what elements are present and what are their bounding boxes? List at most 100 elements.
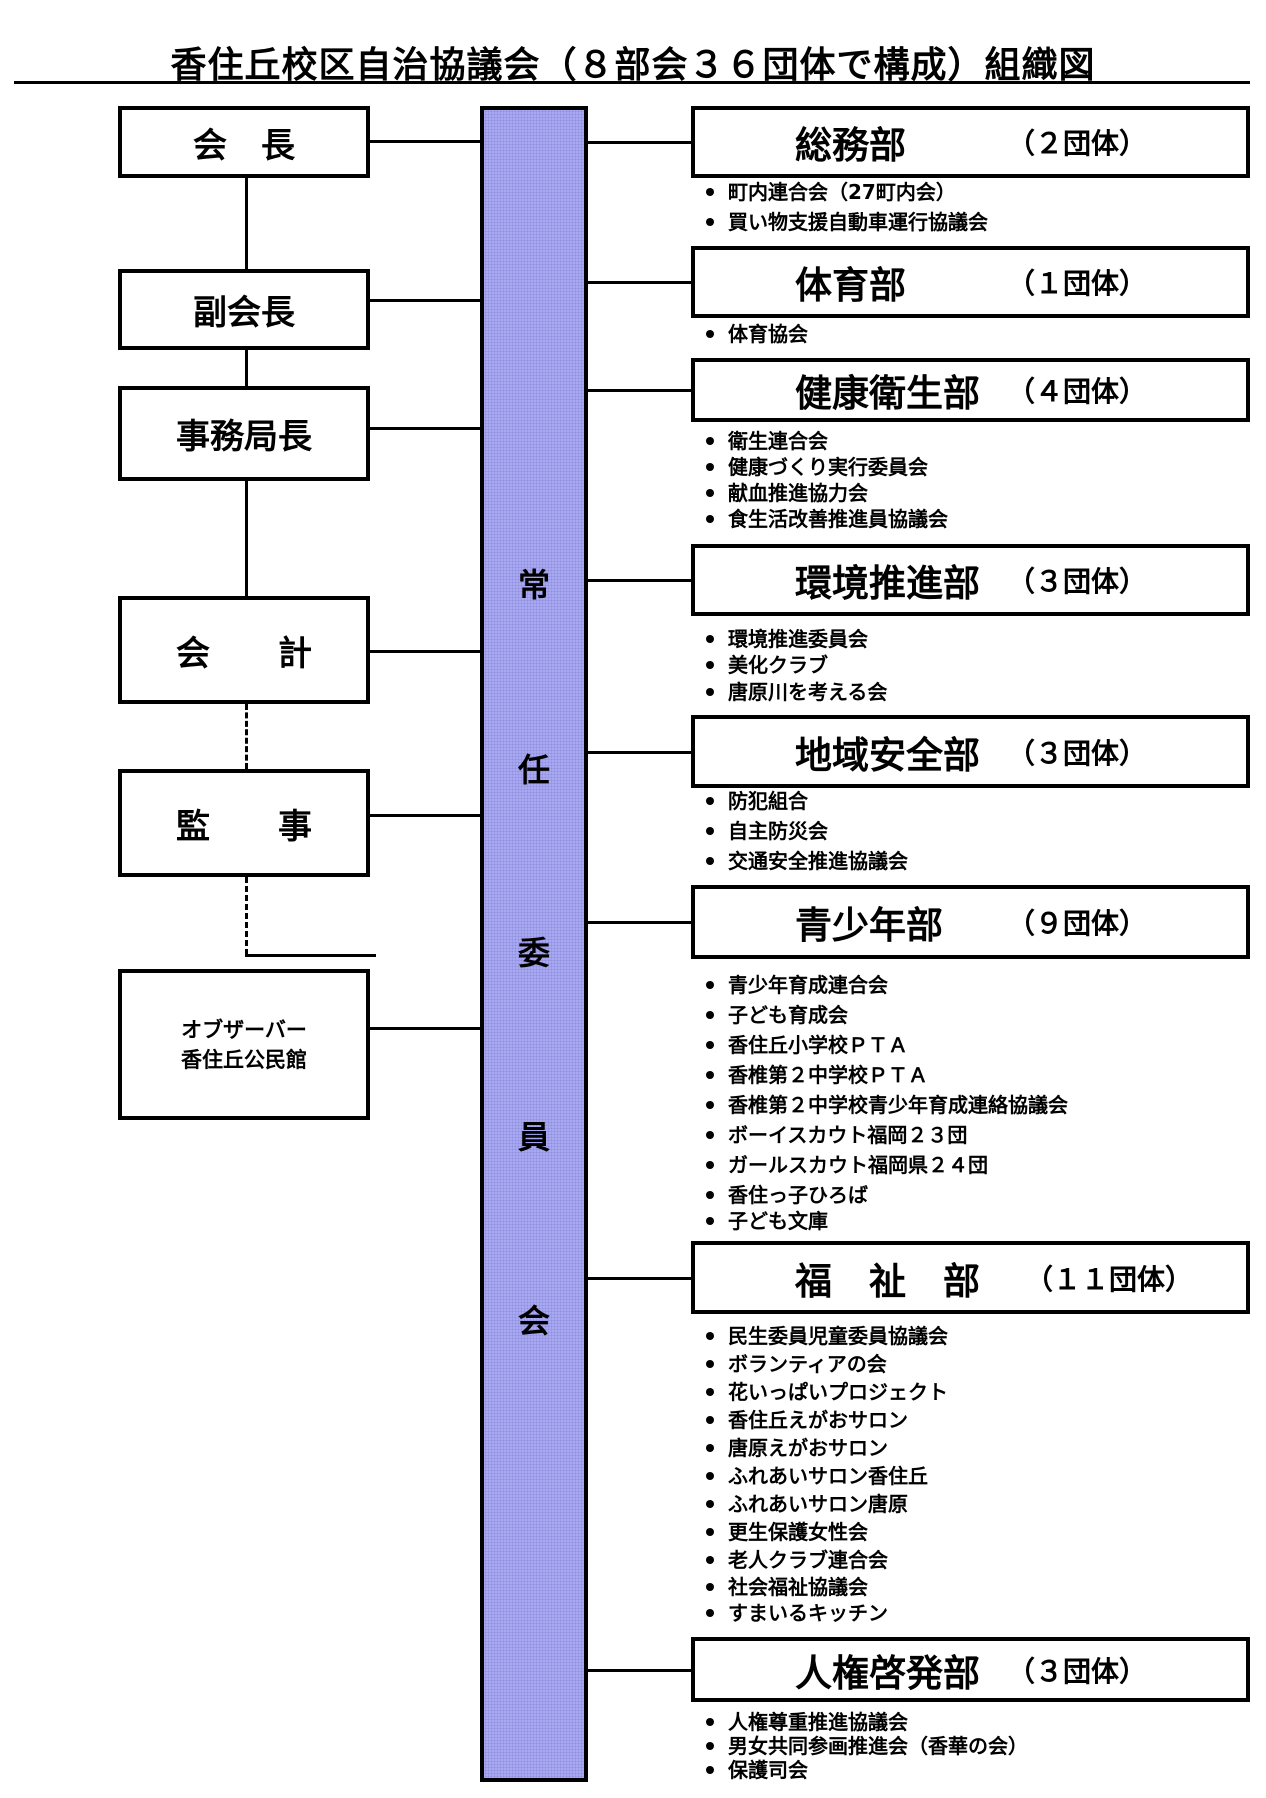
list-item-label: 唐原川を考える会 — [728, 680, 888, 704]
dashed-connector-line — [245, 877, 248, 955]
bullet-icon — [706, 329, 714, 338]
box-label: 副会長 — [193, 293, 295, 333]
list-item: 交通安全推進協議会 — [706, 849, 908, 873]
bullet-icon — [706, 187, 714, 196]
bullet-icon — [706, 1741, 714, 1750]
box-auditor: 監 事 — [118, 769, 370, 877]
list-item-label: 体育協会 — [728, 322, 808, 346]
list-item-label: 美化クラブ — [728, 653, 828, 677]
box-secretary-general: 事務局長 — [118, 386, 370, 481]
bullet-icon — [706, 1160, 714, 1169]
list-item: ボーイスカウト福岡２３団 — [706, 1123, 967, 1147]
list-item-label: ガールスカウト福岡県２４団 — [728, 1153, 988, 1177]
department-box: 環境推進部 （３団体） — [691, 544, 1250, 616]
connector-line — [245, 178, 248, 269]
department-box: 地域安全部（３団体） — [691, 715, 1250, 788]
list-item: ガールスカウト福岡県２４団 — [706, 1153, 988, 1177]
bullet-icon — [706, 1499, 714, 1508]
list-item-label: 献血推進協力会 — [728, 481, 868, 505]
connector-line — [586, 141, 693, 144]
connector-line — [586, 1668, 693, 1672]
department-box: 福 祉 部（１１団体） — [691, 1241, 1250, 1314]
list-item: 健康づくり実行委員会 — [706, 455, 928, 479]
list-item: 献血推進協力会 — [706, 481, 868, 505]
list-item-label: 青少年育成連合会 — [728, 973, 888, 997]
list-item-label: 町内連合会（27町内会） — [728, 180, 956, 204]
list-item: 香住っ子ひろば — [706, 1183, 868, 1207]
connector-line — [586, 281, 693, 284]
list-item-label: 衛生連合会 — [728, 429, 828, 453]
list-item-label: 唐原えがおサロン — [728, 1436, 888, 1460]
bullet-icon — [706, 514, 714, 523]
department-name: 環境推進部 — [795, 562, 980, 605]
connector-line — [370, 1027, 482, 1030]
list-item: 買い物支援自動車運行協議会 — [706, 210, 988, 234]
bullet-icon — [706, 687, 714, 696]
chart-title: 香住丘校区自治協議会（８部会３６団体で構成）組織図 — [170, 45, 1096, 86]
box-treasurer: 会 計 — [118, 596, 370, 704]
connector-line — [586, 921, 693, 924]
list-item: 民生委員児童委員協議会 — [706, 1324, 948, 1348]
bullet-icon — [706, 1216, 714, 1225]
list-item-label: 香住っ子ひろば — [728, 1183, 868, 1207]
department-group-count: （１団体） — [1007, 267, 1148, 300]
list-item: 花いっぱいプロジェクト — [706, 1380, 948, 1404]
bullet-icon — [706, 436, 714, 445]
list-item-label: 香椎第２中学校ＰＴＡ — [728, 1063, 928, 1087]
box-label: 会 計 — [176, 633, 312, 674]
connector-line — [586, 389, 693, 392]
bullet-icon — [706, 1527, 714, 1536]
connector-line — [370, 427, 482, 430]
list-item: 老人クラブ連合会 — [706, 1548, 888, 1572]
box-observer: オブザーバー 香住丘公民館 — [118, 969, 370, 1120]
committee-char: 会 — [517, 1302, 550, 1340]
bullet-icon — [706, 1555, 714, 1564]
bullet-icon — [706, 1130, 714, 1139]
list-item-label: 香椎第２中学校青少年育成連絡協議会 — [728, 1093, 1068, 1117]
department-group-count: （３団体） — [1007, 565, 1148, 598]
bullet-icon — [706, 634, 714, 643]
list-item-label: 環境推進委員会 — [728, 627, 868, 651]
box-chairman: 会 長 — [118, 106, 370, 178]
list-item-label: 民生委員児童委員協議会 — [728, 1324, 948, 1348]
connector-line — [370, 650, 482, 653]
committee-char: 常 — [517, 566, 550, 604]
list-item-label: 買い物支援自動車運行協議会 — [728, 210, 988, 234]
box-label: 香住丘公民館 — [181, 1047, 307, 1072]
list-item: ふれあいサロン香住丘 — [706, 1464, 928, 1488]
list-item: 子ども文庫 — [706, 1209, 828, 1233]
list-item-label: 子ども文庫 — [728, 1209, 828, 1233]
list-item: 衛生連合会 — [706, 429, 828, 453]
department-box: 人権啓発部（３団体） — [691, 1637, 1250, 1702]
bullet-icon — [706, 660, 714, 669]
department-name: 総務部 — [795, 124, 906, 167]
list-item: 人権尊重推進協議会 — [706, 1710, 908, 1734]
bullet-icon — [706, 1070, 714, 1079]
list-item: 町内連合会（27町内会） — [706, 180, 956, 204]
department-box: 健康衛生部（４団体） — [691, 358, 1250, 422]
list-item: すまいるキッチン — [706, 1601, 888, 1625]
list-item-label: 人権尊重推進協議会 — [728, 1710, 908, 1734]
bullet-icon — [706, 1100, 714, 1109]
department-box: 総務部（２団体） — [691, 106, 1250, 178]
department-name: 健康衛生部 — [795, 372, 980, 415]
box-label: 会 長 — [193, 125, 295, 166]
standing-committee-bar: 常 任 委 員 会 — [480, 106, 588, 1782]
connector-line — [586, 750, 693, 754]
committee-char: 委 — [517, 934, 550, 972]
bullet-icon — [706, 1359, 714, 1368]
bullet-icon — [706, 980, 714, 989]
list-item: 体育協会 — [706, 322, 808, 346]
list-item: 更生保護女性会 — [706, 1520, 868, 1544]
connector-line — [245, 954, 376, 957]
list-item-label: 食生活改善推進員協議会 — [728, 507, 948, 531]
connector-line — [586, 579, 693, 582]
list-item-label: 子ども育成会 — [728, 1003, 848, 1027]
list-item-label: 社会福祉協議会 — [728, 1575, 868, 1599]
box-label: 監 事 — [176, 806, 312, 847]
list-item-label: 健康づくり実行委員会 — [728, 455, 928, 479]
department-name: 人権啓発部 — [795, 1651, 980, 1695]
list-item: 保護司会 — [706, 1758, 808, 1782]
list-item-label: 男女共同参画推進会（香華の会） — [728, 1734, 1028, 1758]
list-item: 防犯組合 — [706, 789, 808, 813]
